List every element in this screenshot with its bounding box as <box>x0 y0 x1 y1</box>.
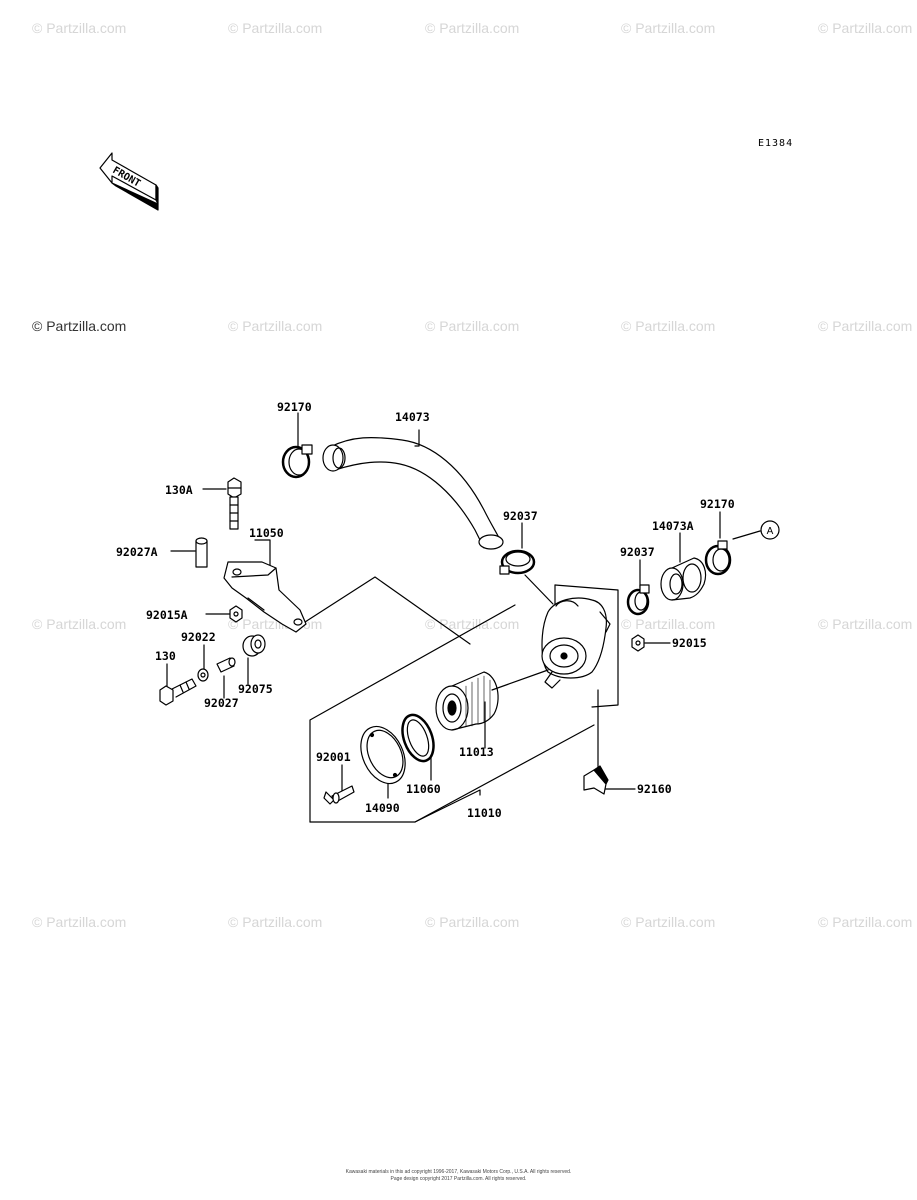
part-label-92027a[interactable]: 92027A <box>116 545 158 559</box>
part-label-92027[interactable]: 92027 <box>204 696 239 710</box>
part-label-11050[interactable]: 11050 <box>249 526 284 540</box>
part-label-11060[interactable]: 11060 <box>406 782 441 796</box>
watermark: © Partzilla.com <box>228 914 323 930</box>
watermark: © Partzilla.com <box>425 914 520 930</box>
watermark: © Partzilla.com <box>621 318 716 334</box>
part-label-92037-upper[interactable]: 92037 <box>503 509 538 523</box>
part-label-130[interactable]: 130 <box>155 649 176 663</box>
watermark: © Partzilla.com <box>621 616 716 632</box>
part-label-92015a[interactable]: 92015A <box>146 608 188 622</box>
watermark: © Partzilla.com <box>32 318 127 334</box>
part-label-92170-right[interactable]: 92170 <box>700 497 735 511</box>
watermark: © Partzilla.com <box>818 616 913 632</box>
watermark: © Partzilla.com <box>621 20 716 36</box>
part-label-11010[interactable]: 11010 <box>467 806 502 820</box>
watermark: © Partzilla.com <box>818 914 913 930</box>
front-arrow-icon <box>99 152 159 211</box>
part-label-92160[interactable]: 92160 <box>637 782 672 796</box>
diagram-code: E1384 <box>758 138 794 149</box>
part-label-92001[interactable]: 92001 <box>316 750 351 764</box>
part-label-14090[interactable]: 14090 <box>365 801 400 815</box>
watermark: © Partzilla.com <box>425 616 520 632</box>
part-label-14073[interactable]: 14073 <box>395 410 430 424</box>
watermark: © Partzilla.com <box>818 20 913 36</box>
part-label-92015[interactable]: 92015 <box>672 636 707 650</box>
watermark: © Partzilla.com <box>425 20 520 36</box>
part-label-14073a[interactable]: 14073A <box>652 519 694 533</box>
part-label-92170[interactable]: 92170 <box>277 400 312 414</box>
watermark: © Partzilla.com <box>818 318 913 334</box>
footer-copyright: Kawasaki materials in this ad copyright … <box>345 1169 572 1175</box>
watermark: © Partzilla.com <box>32 914 127 930</box>
footer-design-copyright: Page design copyright 2017 Partzilla.com… <box>390 1176 527 1182</box>
watermark: © Partzilla.com <box>228 20 323 36</box>
watermark: © Partzilla.com <box>621 914 716 930</box>
part-label-92037-right[interactable]: 92037 <box>620 545 655 559</box>
watermark: © Partzilla.com <box>32 616 127 632</box>
part-label-92022[interactable]: 92022 <box>181 630 216 644</box>
part-label-130a[interactable]: 130A <box>165 483 193 497</box>
part-label-92075[interactable]: 92075 <box>238 682 273 696</box>
watermark: © Partzilla.com <box>425 318 520 334</box>
callout-a: A <box>767 526 774 537</box>
part-label-11013[interactable]: 11013 <box>459 745 494 759</box>
watermark: © Partzilla.com <box>32 20 127 36</box>
watermark: © Partzilla.com <box>228 318 323 334</box>
